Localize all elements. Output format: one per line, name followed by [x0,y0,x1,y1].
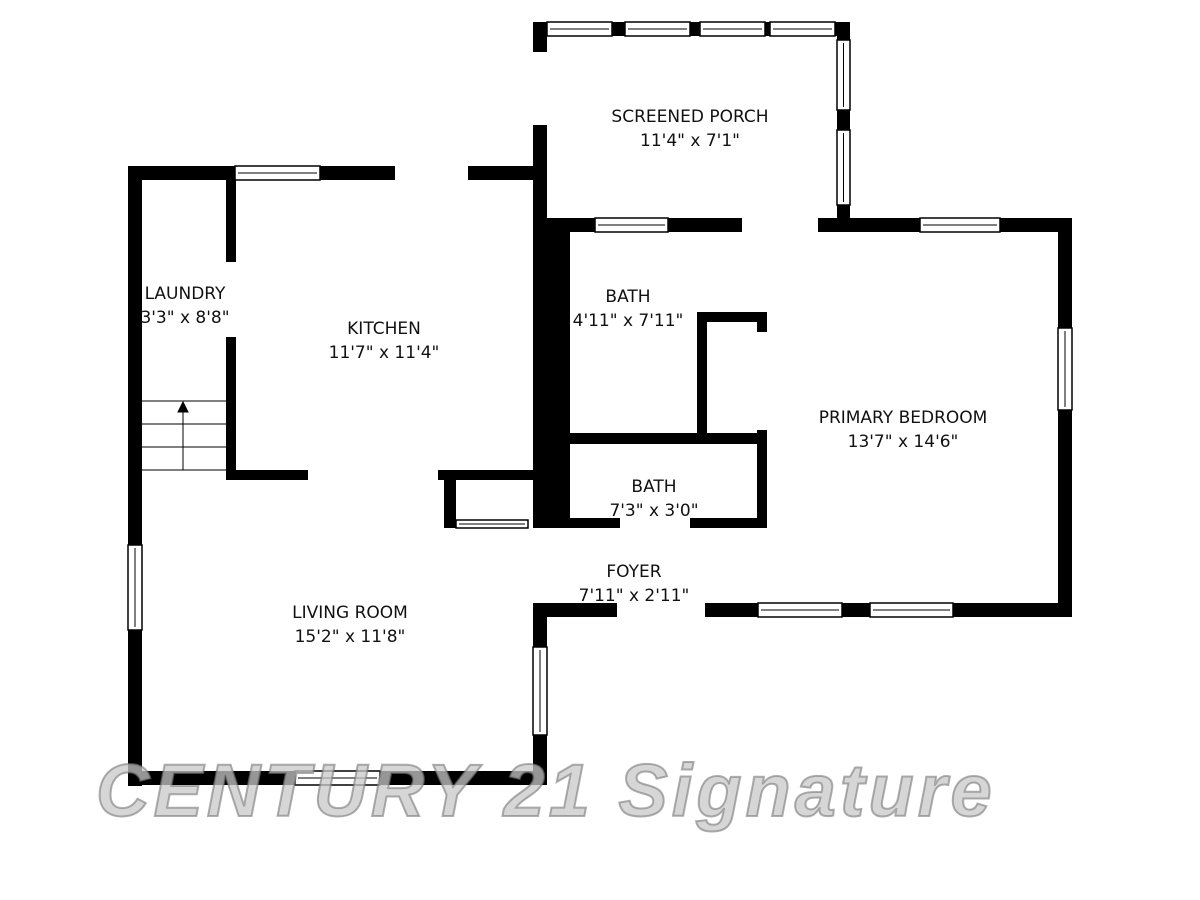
room-size: 15'2" x 11'8" [294,627,406,647]
wall [128,166,235,180]
wall [380,771,547,785]
wall [533,218,570,528]
wall [226,337,236,480]
room-size: 7'11" x 2'11" [578,586,690,606]
wall [837,110,850,130]
room-label-kitchen: KITCHEN 11'7" x 11'4" [329,317,440,365]
room-label-screened-porch: SCREENED PORCH 11'4" x 7'1" [611,105,768,153]
wall [444,480,456,528]
room-name: LIVING ROOM [292,603,408,623]
wall [438,470,538,480]
room-name: SCREENED PORCH [611,107,769,127]
room-label-laundry: LAUNDRY 3'3" x 8'8" [140,282,229,330]
room-name: FOYER [606,562,662,582]
room-size: 7'3" x 3'0" [609,501,699,521]
wall [468,166,547,180]
wall [128,771,295,785]
room-name: BATH [605,287,651,307]
wall [226,470,308,480]
wall [570,433,767,444]
wall [818,218,920,232]
wall [1058,218,1072,328]
wall [697,312,767,322]
room-name: PRIMARY BEDROOM [818,408,988,428]
wall [570,518,620,528]
wall [533,125,547,225]
stairs [142,400,226,471]
wall [953,603,1072,617]
wall [1000,218,1072,232]
wall [697,320,707,440]
room-label-bath-1: BATH 4'11" x 7'11" [573,285,684,333]
wall [668,218,742,232]
wall [547,218,595,232]
wall [226,180,236,262]
room-name: KITCHEN [347,319,421,339]
wall [757,430,767,528]
wall [533,603,617,617]
windows [127,21,1073,786]
wall [128,166,142,786]
room-size: 11'7" x 11'4" [328,343,440,363]
room-size: 3'3" x 8'8" [140,308,230,328]
wall [1058,410,1072,617]
room-label-primary-bedroom: PRIMARY BEDROOM 13'7" x 14'6" [819,406,988,454]
room-label-bath-2: BATH 7'3" x 3'0" [609,475,698,523]
wall [320,166,395,180]
watermark-logo: CENTURY 21 Signature [95,748,996,833]
wall [757,312,767,332]
wall [690,518,767,528]
room-label-living-room: LIVING ROOM 15'2" x 11'8" [292,601,408,649]
wall [837,205,850,218]
wall [705,603,758,617]
room-name: BATH [631,477,677,497]
wall [842,603,870,617]
walls [128,22,1072,786]
room-label-foyer: FOYER 7'11" x 2'11" [579,560,690,608]
wall [533,603,547,647]
room-name: LAUNDRY [144,284,226,304]
wall [837,22,850,40]
room-size: 11'4" x 7'1" [640,131,740,151]
room-size: 4'11" x 7'11" [572,311,684,331]
room-size: 13'7" x 14'6" [847,432,959,452]
